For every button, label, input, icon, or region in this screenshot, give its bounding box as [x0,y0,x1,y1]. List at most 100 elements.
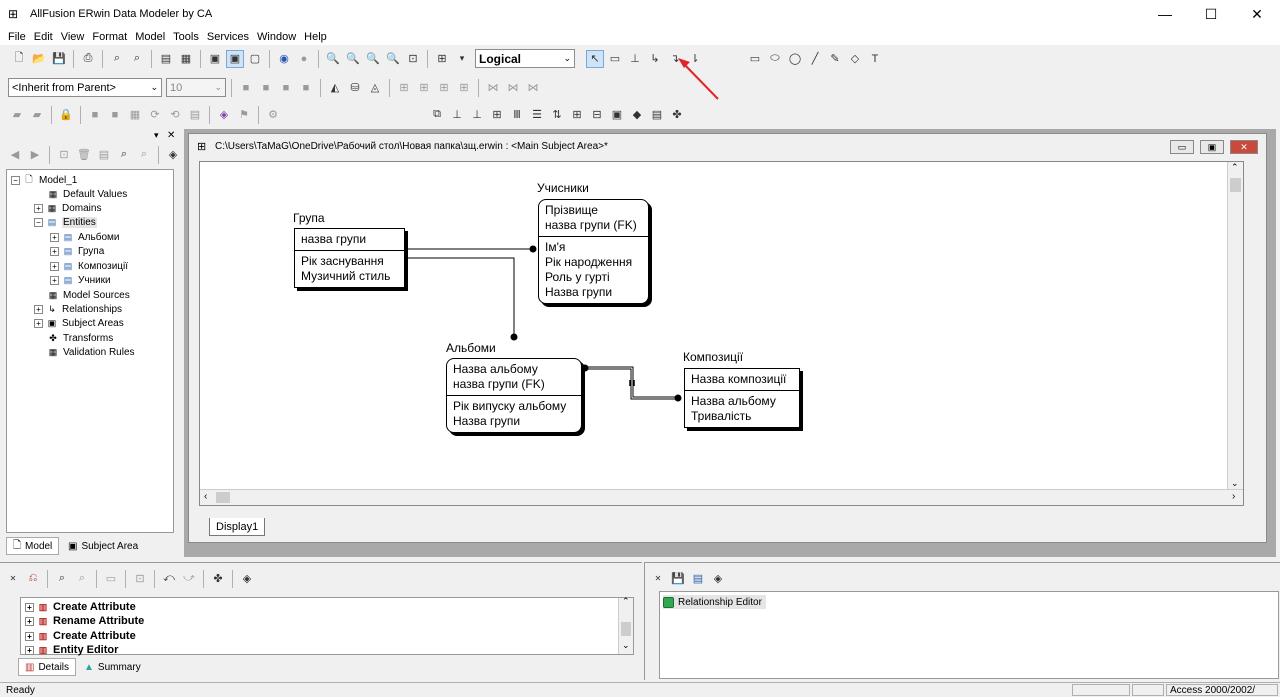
settings-icon[interactable]: ⚙ [268,109,278,121]
scroll-left-icon[interactable]: ‹ [204,491,208,502]
rollback-icon[interactable]: ⤺ [163,572,175,584]
vertical-scrollbar[interactable]: ⌃ ⌄ [1227,162,1243,491]
attribute[interactable]: Назва групи [545,285,613,299]
polyline-icon[interactable]: ✎ [830,53,840,65]
tree-item-domains[interactable]: + ▦ Domains [34,201,101,215]
pane-close-icon[interactable]: ✕ [167,130,176,141]
attribute[interactable]: назва групи [301,232,367,246]
scroll-up-icon[interactable]: ⌃ [1231,162,1239,172]
sync-icon[interactable]: ⟲ [170,109,180,121]
attribute[interactable]: Музичний стиль [301,269,391,283]
report-icon[interactable]: ▤ [160,53,172,65]
split-icon[interactable]: ■ [111,108,119,121]
subtype-tool-icon[interactable]: ⊥ [630,53,640,65]
delete-icon[interactable]: 🗑 [77,149,91,161]
expand-icon[interactable]: + [34,318,43,328]
tree-item-entity-compositions[interactable]: + ▤ Композиції [50,259,128,273]
lock-icon[interactable]: ▰ [12,109,22,121]
close-button[interactable]: ✕ [1251,5,1263,22]
text-icon[interactable]: T [871,52,879,65]
reverse-engineer-icon[interactable]: ● [300,52,308,65]
align-top-icon[interactable]: ⊞ [459,82,469,94]
center-icon[interactable]: ⋈ [527,82,539,94]
menu-model[interactable]: Model [135,30,166,43]
merge-icon[interactable]: ■ [91,108,99,121]
find-next-icon[interactable]: ⌕ [140,148,148,160]
replace-icon[interactable]: ⌕ [133,52,141,64]
tab-summary[interactable]: ▲ Summary [78,658,147,676]
menu-window[interactable]: Window [257,30,297,43]
palette-icon[interactable]: ◈ [219,109,229,121]
mdi-minimize-button[interactable]: ▭ [1170,140,1194,154]
display-level-icon[interactable]: ⊞ [437,53,447,65]
fill-color-icon[interactable]: ⛁ [350,82,360,94]
scroll-down-icon[interactable]: ⌄ [622,640,630,650]
expand-icon[interactable]: + [50,275,59,285]
many-to-many-relationship-icon[interactable]: ↴ [670,53,680,65]
font-size-combo[interactable]: 10 ⌄ [166,78,226,97]
menu-edit[interactable]: Edit [33,30,53,43]
display-dropdown-icon[interactable]: ▾ [459,53,465,63]
attribute[interactable]: Назва композиції [691,372,787,386]
save-icon[interactable]: 💾 [671,573,685,585]
padlock-icon[interactable]: 🔒 [59,109,73,121]
tree-item-default-values[interactable]: ▦ Default Values [47,187,128,201]
polygon-icon[interactable]: ◇ [850,53,860,65]
expand-icon[interactable]: + [50,261,59,271]
expand-icon[interactable]: + [34,203,43,213]
space-across-icon[interactable]: ⋈ [487,82,499,94]
grid-icon[interactable]: ▦ [129,109,141,121]
attribute[interactable]: Рік заснування [301,254,384,268]
rounded-rectangle-icon[interactable]: ⬭ [770,52,780,64]
complete-compare-icon[interactable]: ◉ [279,53,289,65]
non-identifying-relationship-icon[interactable]: ⇂ [690,53,700,65]
toolbox-icon[interactable]: ▣ [226,49,244,68]
layout-circular-icon[interactable]: Ⅲ [513,109,521,121]
theme-icon[interactable]: ◈ [713,573,723,585]
menu-tools[interactable]: Tools [173,30,199,43]
window-icon[interactable]: ▤ [692,573,704,585]
menu-file[interactable]: File [8,30,26,43]
properties-icon[interactable]: ⊡ [135,573,145,585]
collapse-icon[interactable]: − [11,175,20,185]
attribute[interactable]: назва групи (FK) [545,218,637,232]
tree-item-entity-albums[interactable]: + ▤ Альбоми [50,230,119,244]
tab-details[interactable]: ▥ Details [18,658,77,676]
tab-subject-area[interactable]: ▣ Subject Area [62,537,144,555]
pane-pin-icon[interactable]: ✕ [654,574,662,583]
zoom-fit-icon[interactable]: 🔍 [366,53,380,65]
attribute[interactable]: Ім'я [545,240,566,254]
log-item[interactable]: + ▥ Entity Editor [25,643,118,657]
layout-orthogonal-icon[interactable]: ⊞ [492,109,502,121]
layout-vertical-icon[interactable]: ⇅ [552,109,562,121]
zoom-in-icon[interactable]: 🔍 [326,53,340,65]
ellipse-icon[interactable]: ◯ [788,53,802,65]
expand-icon[interactable]: + [25,631,34,641]
log-item[interactable]: Relationship Editor [663,595,766,609]
mdi-close-button[interactable]: ✕ [1230,140,1258,154]
layout-horizontal-icon[interactable]: ☰ [532,109,542,121]
scroll-up-icon[interactable]: ⌃ [622,596,630,606]
expand-icon[interactable]: + [25,602,34,612]
overview-icon[interactable]: ▢ [249,53,261,65]
zoom-reset-icon[interactable]: 🔍 [386,53,400,65]
vertical-scrollbar[interactable]: ⌃ ⌄ [618,596,633,654]
layout-save-icon[interactable]: ▤ [651,109,663,121]
attribute[interactable]: Прізвище [545,203,598,217]
tab-model[interactable]: 🗋 Model [6,537,60,555]
attribute[interactable]: Рік випуску альбому [453,399,567,413]
rollforward-icon[interactable]: ⤻ [183,572,195,584]
layout-options-icon[interactable]: ✤ [672,109,682,121]
mdi-restore-button[interactable]: ▣ [1200,140,1224,154]
tree-item-subject-areas[interactable]: + ▣ Subject Areas [34,316,124,330]
zoom-out-icon[interactable]: 🔍 [346,53,360,65]
scroll-thumb[interactable] [1230,178,1241,192]
theme-icon[interactable]: ◈ [168,149,178,161]
refresh-icon[interactable]: ⟳ [150,109,160,121]
back-icon[interactable]: ◀ [10,149,20,161]
model-explorer-icon[interactable]: ▣ [209,53,221,65]
layout-tree-icon[interactable]: ⊥ [452,109,462,121]
diagram-canvas[interactable]: Група назва групи Рік заснування Музични… [199,161,1244,506]
layout-tree2-icon[interactable]: ⊥ [472,109,482,121]
collapse-icon[interactable]: − [34,217,43,227]
